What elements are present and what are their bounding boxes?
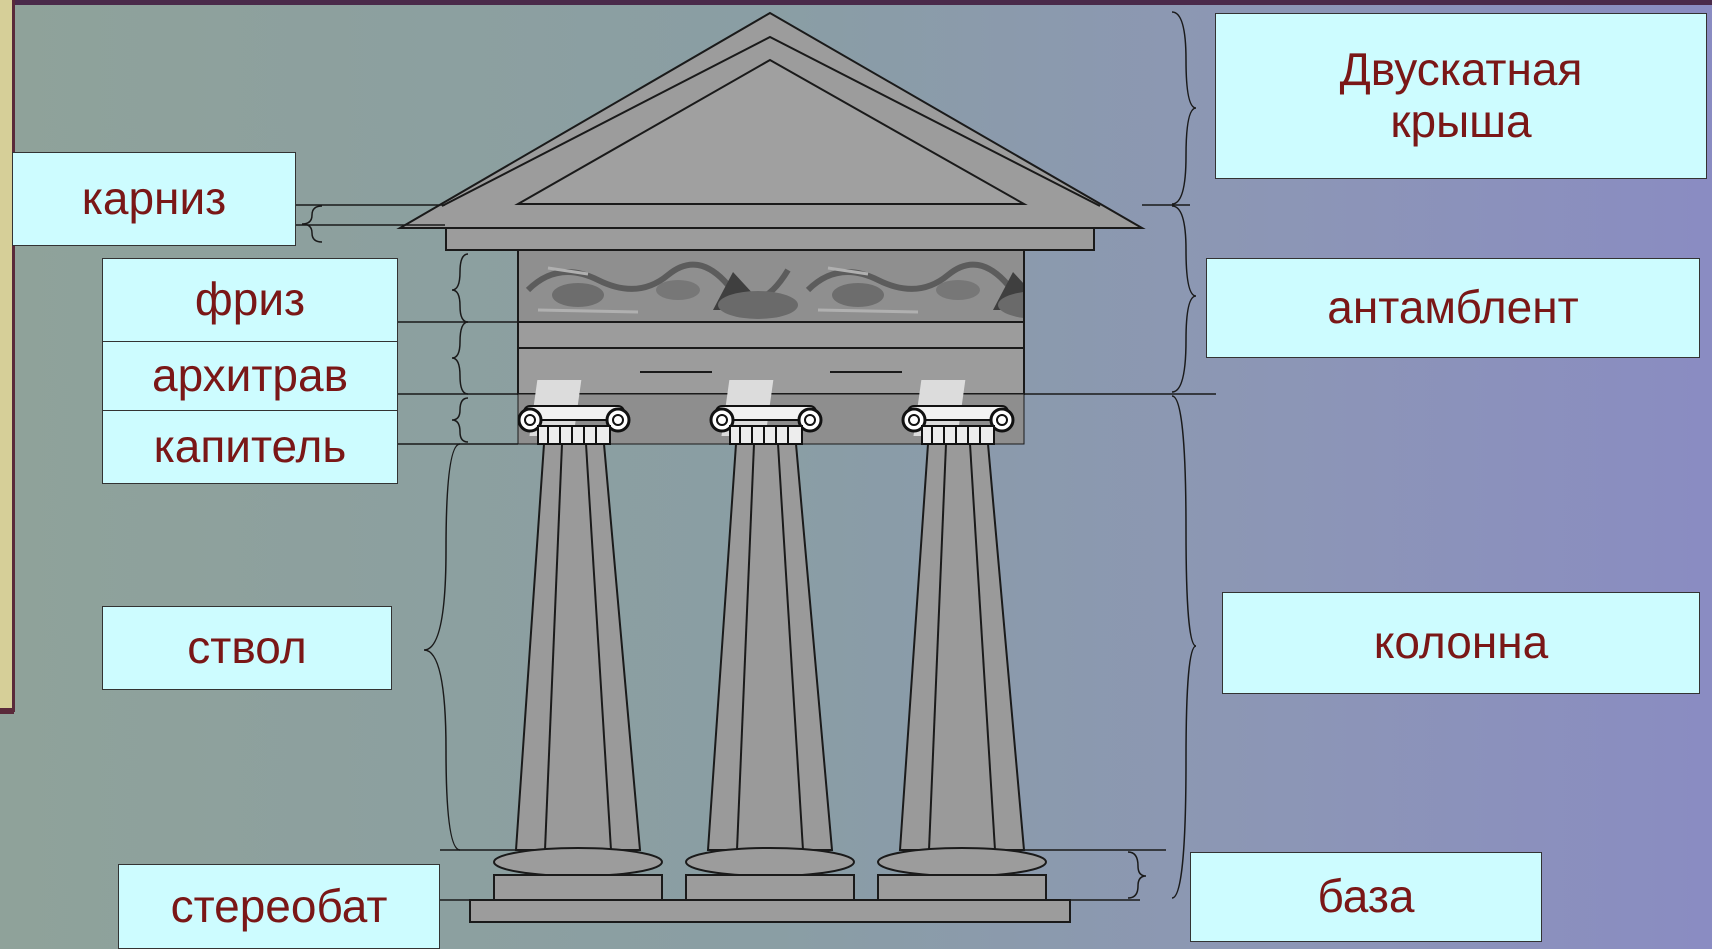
label-column: колонна (1222, 592, 1700, 694)
slide-edge-mark (0, 708, 14, 714)
label-frieze: фриз (102, 258, 398, 342)
top-rule (0, 0, 1712, 5)
frieze-relief (517, 249, 1025, 323)
label-roof: Двускатная крыша (1215, 13, 1707, 179)
label-capital: капитель (102, 410, 398, 484)
label-cornice: карниз (12, 152, 296, 246)
label-entablature: антамблент (1206, 258, 1700, 358)
label-base: база (1190, 852, 1542, 942)
label-architrave: архитрав (102, 341, 398, 411)
slide-edge-strip (0, 0, 15, 712)
label-stereobate: стереобат (118, 864, 440, 949)
label-shaft: ствол (102, 606, 392, 690)
